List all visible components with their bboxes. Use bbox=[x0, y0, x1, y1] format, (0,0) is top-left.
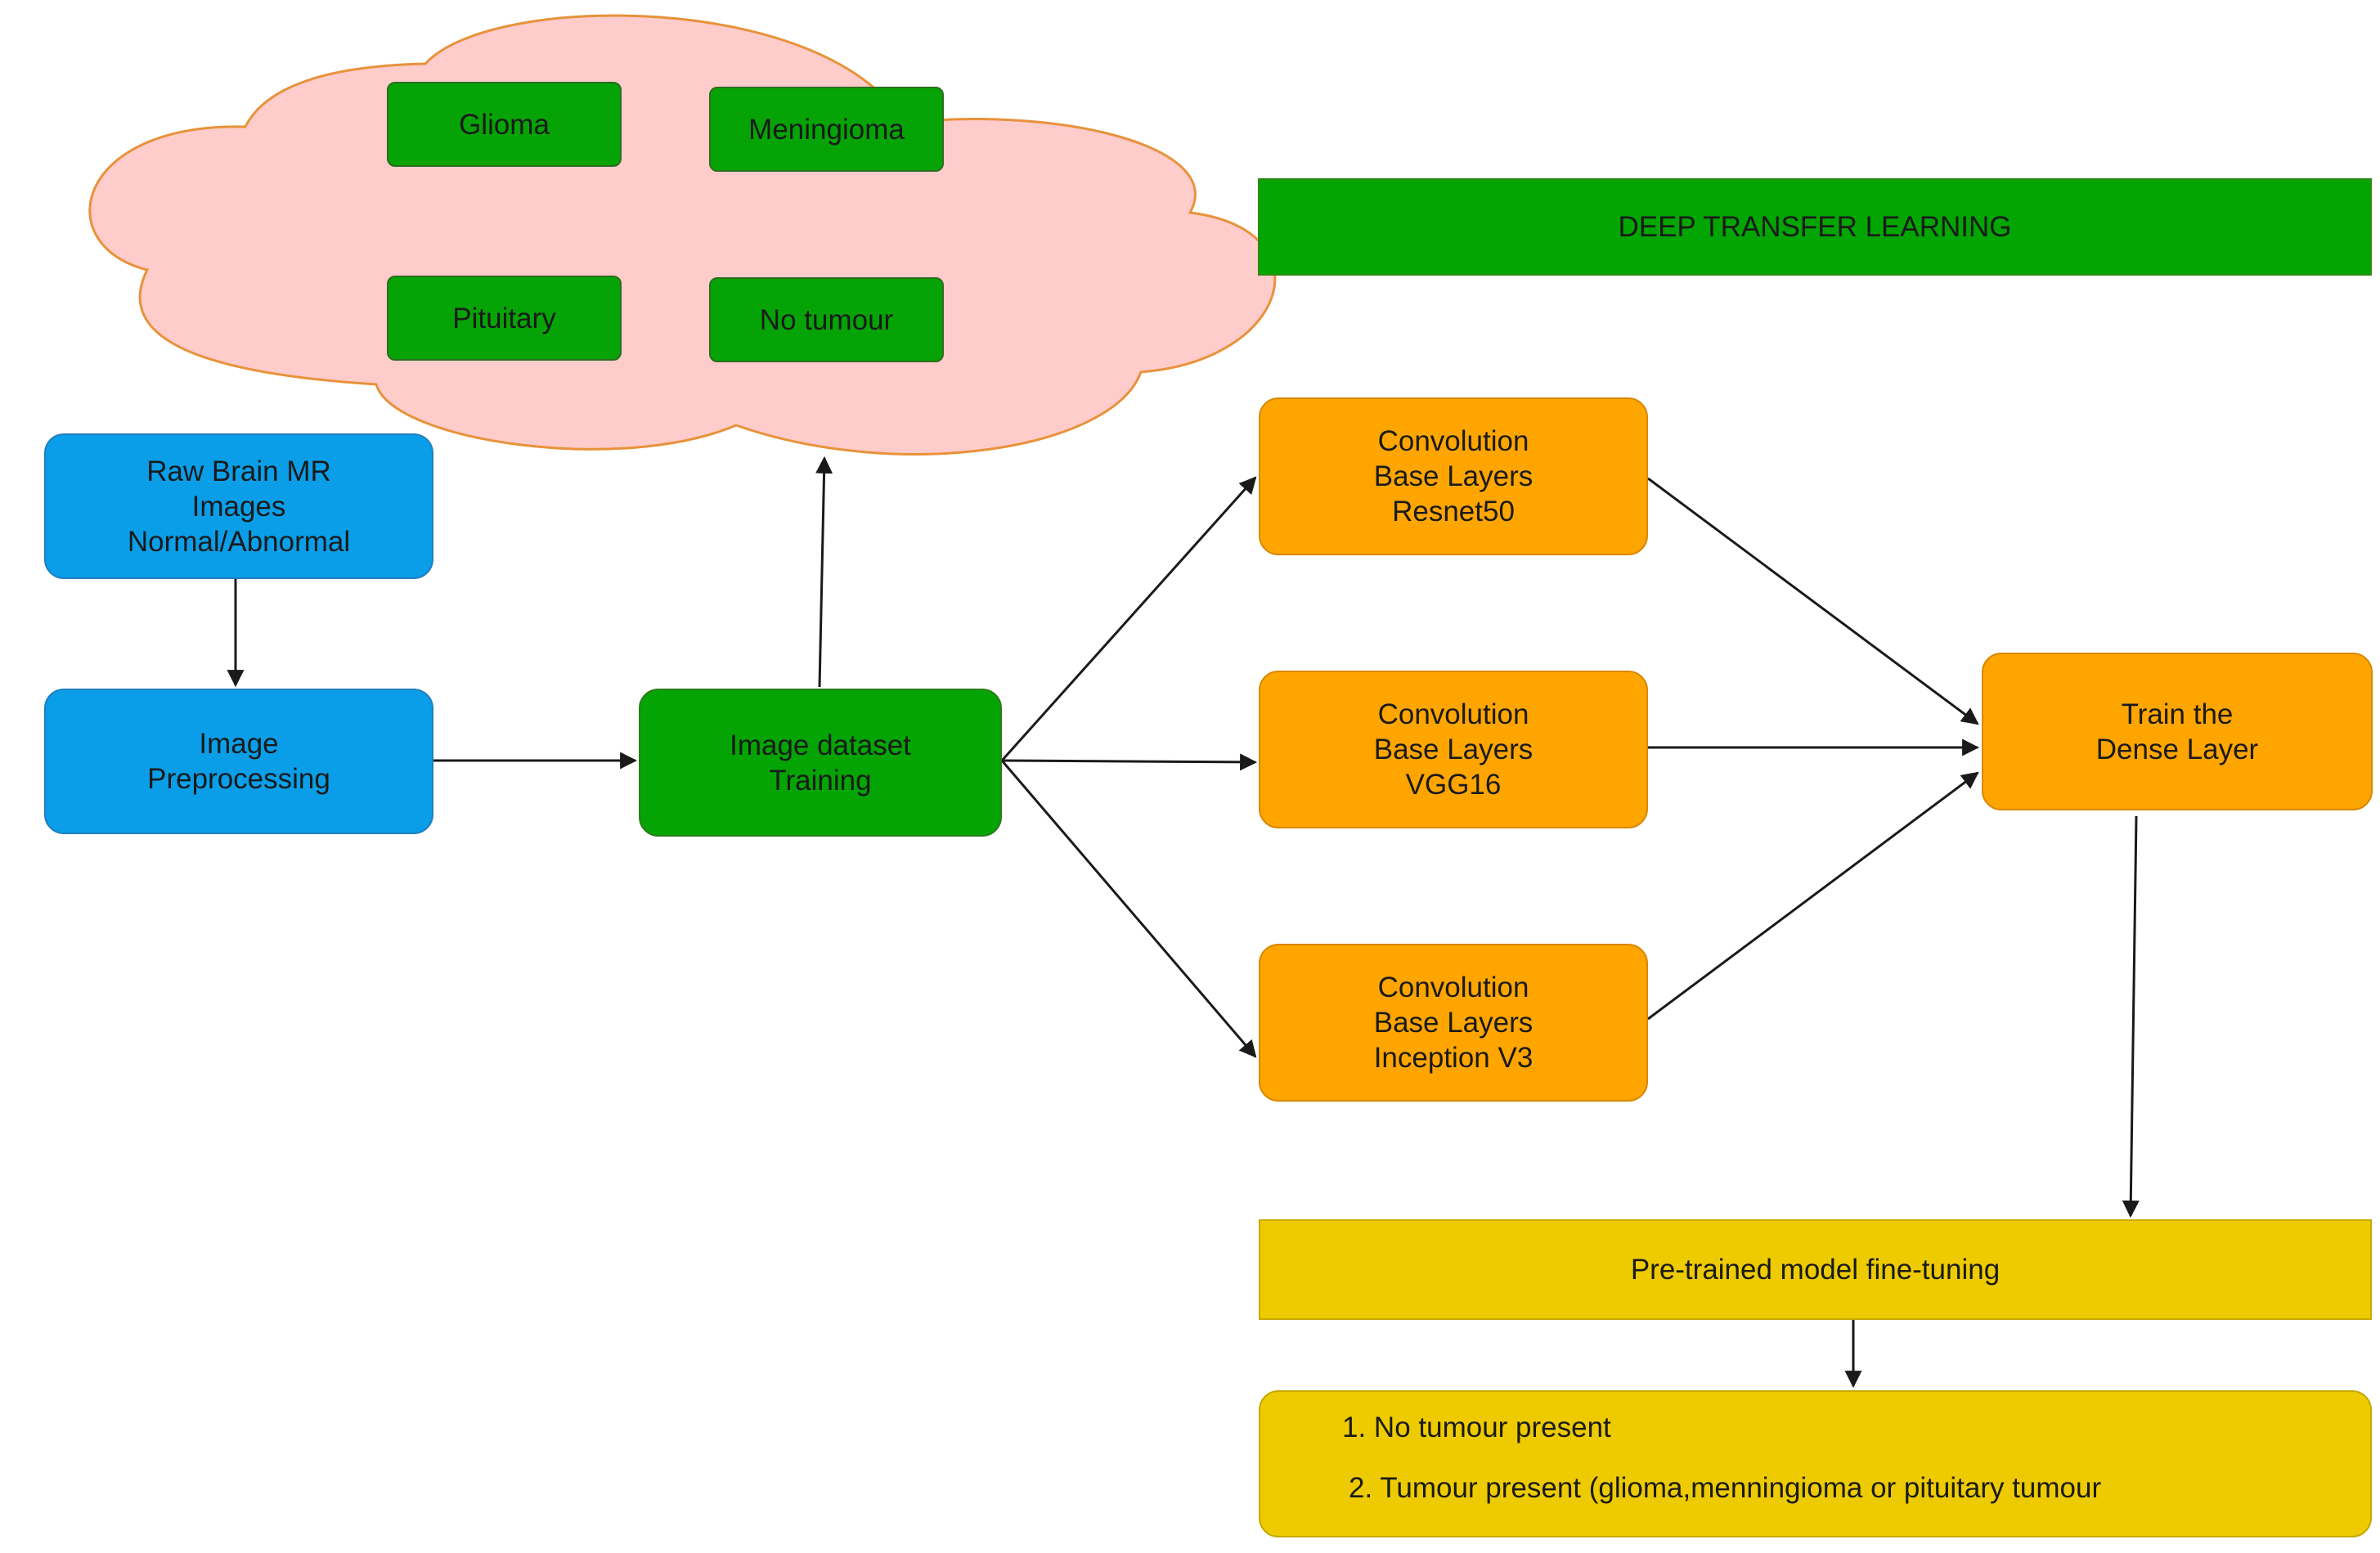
result-tumour-present: 2. Tumour present (glioma,menningioma or… bbox=[1349, 1472, 2102, 1504]
raw-images-label: Raw Brain MR Images Normal/Abnormal bbox=[127, 455, 351, 558]
fine-tuning-label: Pre-trained model fine-tuning bbox=[1630, 1254, 2001, 1286]
arrow-training-to-cloud bbox=[815, 456, 833, 688]
resnet50-node: Convolution Base Layers Resnet50 bbox=[1259, 397, 1648, 555]
dense-layer-label: Train the Dense Layer bbox=[2095, 698, 2259, 765]
class-pituitary-box: Pituitary bbox=[387, 276, 622, 361]
class-glioma-label: Glioma bbox=[459, 108, 550, 141]
class-meningioma-box: Meningioma bbox=[709, 87, 944, 172]
arrow-training-to-vgg bbox=[1001, 753, 1258, 771]
arrow-training-to-resnet bbox=[1000, 476, 1257, 762]
result-no-tumour: 1. No tumour present bbox=[1342, 1412, 1611, 1443]
arrow-training-to-inception bbox=[1000, 760, 1257, 1058]
class-no-tumour-label: No tumour bbox=[759, 303, 894, 336]
arrow-inception-to-dense bbox=[1647, 771, 1979, 1021]
banner-title: DEEP TRANSFER LEARNING bbox=[1618, 211, 2012, 243]
resnet50-label: Convolution Base Layers Resnet50 bbox=[1373, 425, 1534, 527]
class-glioma-box: Glioma bbox=[387, 82, 622, 167]
tumour-classes-cloud bbox=[88, 14, 1277, 456]
preprocessing-node: Image Preprocessing bbox=[44, 689, 433, 834]
vgg16-node: Convolution Base Layers VGG16 bbox=[1259, 671, 1648, 828]
class-no-tumour-box: No tumour bbox=[709, 277, 944, 362]
deep-transfer-learning-banner: DEEP TRANSFER LEARNING bbox=[1258, 178, 2372, 276]
fine-tuning-node: Pre-trained model fine-tuning bbox=[1259, 1219, 2372, 1320]
inception-v3-label: Convolution Base Layers Inception V3 bbox=[1373, 972, 1534, 1074]
dataset-training-node: Image dataset Training bbox=[639, 689, 1002, 837]
raw-images-node: Raw Brain MR Images Normal/Abnormal bbox=[44, 433, 433, 579]
class-pituitary-label: Pituitary bbox=[452, 302, 556, 334]
preprocessing-label: Image Preprocessing bbox=[147, 728, 330, 795]
class-meningioma-label: Meningioma bbox=[748, 113, 905, 146]
arrow-resnet-to-dense bbox=[1647, 477, 1979, 725]
arrow-dense-to-finetuning bbox=[2122, 815, 2140, 1219]
vgg16-label: Convolution Base Layers VGG16 bbox=[1373, 698, 1534, 801]
results-node: 1. No tumour present 2. Tumour present (… bbox=[1259, 1390, 2372, 1537]
dataset-training-label: Image dataset Training bbox=[730, 729, 911, 797]
dense-layer-node: Train the Dense Layer bbox=[1982, 653, 2373, 810]
inception-v3-node: Convolution Base Layers Inception V3 bbox=[1259, 944, 1648, 1102]
